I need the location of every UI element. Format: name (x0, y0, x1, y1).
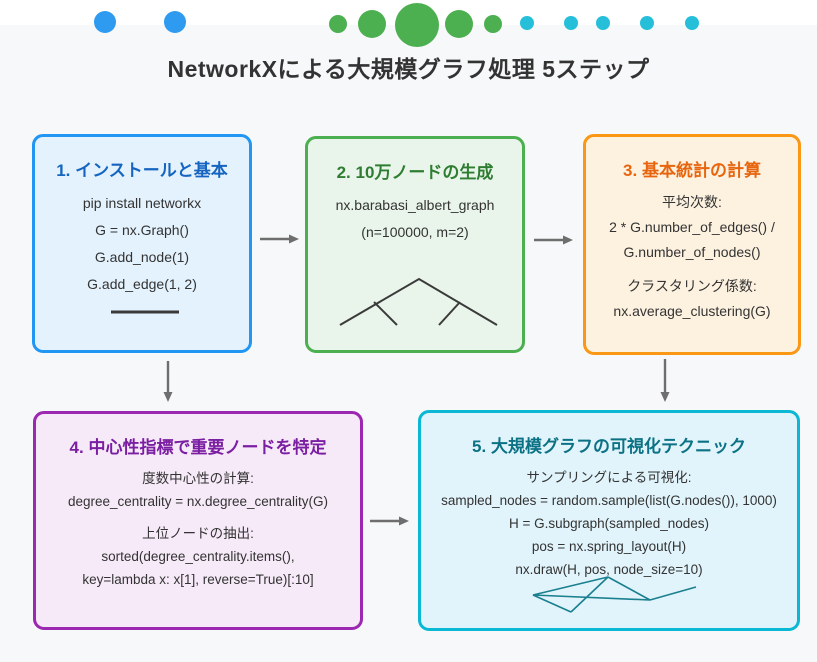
arrow-step4-to-step5 (370, 516, 409, 526)
code-line: nx.barabasi_albert_graph (335, 197, 495, 213)
step-4-title: 4. 中心性指標で重要ノードを特定 (69, 438, 327, 457)
step-card-3: 3. 基本統計の計算 平均次数: 2 * G.number_of_edges()… (583, 134, 801, 355)
code-line: sorted(degree_centrality.items(), (101, 549, 295, 564)
node-dot (564, 16, 578, 30)
code-line: 度数中心性の計算: (142, 471, 254, 486)
tree-graphic (339, 277, 498, 326)
code-line: (n=100000, m=2) (361, 224, 469, 240)
step-1-title: 1. インストールと基本 (56, 161, 228, 180)
arrow-step3-to-step5 (660, 359, 670, 402)
code-line: pos = nx.spring_layout(H) (531, 539, 687, 554)
step-3-title: 3. 基本統計の計算 (623, 161, 761, 180)
code-line: G.add_node(1) (94, 249, 190, 265)
code-line: pip install networkx (82, 195, 202, 211)
page-title: NetworkXによる大規模グラフ処理 5ステップ (167, 56, 650, 82)
node-dot (640, 16, 654, 30)
step-card-4: 4. 中心性指標で重要ノードを特定 度数中心性の計算: degree_centr… (33, 411, 363, 630)
node-dot (685, 16, 699, 30)
node-dot (484, 15, 502, 33)
node-dot (395, 3, 439, 47)
arrow-step1-to-step2 (260, 234, 299, 244)
arrow-step1-to-step4 (163, 361, 173, 402)
node-dot (445, 10, 473, 38)
code-line: nx.draw(H, pos, node_size=10) (515, 562, 703, 577)
step-card-1: 1. インストールと基本 pip install networkx G = nx… (32, 134, 252, 353)
single-edge-graphic (111, 310, 179, 314)
network-graphic (532, 576, 697, 613)
code-line: degree_centrality = nx.degree_centrality… (67, 494, 328, 509)
code-line: G = nx.Graph() (95, 222, 189, 238)
step-card-5: 5. 大規模グラフの可視化テクニック サンプリングによる可視化: sampled… (418, 410, 800, 631)
code-line: sampled_nodes = random.sample(list(G.nod… (441, 493, 777, 508)
code-line: 2 * G.number_of_edges() / (609, 219, 775, 235)
code-line: 平均次数: (662, 194, 722, 210)
node-dot (164, 11, 186, 33)
code-line: クラスタリング係数: (627, 278, 757, 294)
code-line: G.number_of_nodes() (623, 244, 761, 260)
node-dot (329, 15, 347, 33)
step-2-title: 2. 10万ノードの生成 (336, 163, 494, 182)
code-line: nx.average_clustering(G) (613, 303, 771, 319)
code-line: key=lambda x: x[1], reverse=True)[:10] (82, 572, 314, 587)
node-dot (596, 16, 610, 30)
decoration-dots (0, 0, 817, 50)
code-line: 上位ノードの抽出: (142, 526, 254, 541)
code-line: H = G.subgraph(sampled_nodes) (509, 516, 709, 531)
code-line: G.add_edge(1, 2) (87, 276, 197, 292)
node-dot (520, 16, 534, 30)
step-card-2: 2. 10万ノードの生成 nx.barabasi_albert_graph (n… (305, 136, 525, 353)
node-dot (94, 11, 116, 33)
node-dot (358, 10, 386, 38)
code-line: サンプリングによる可視化: (526, 470, 692, 485)
arrow-step2-to-step3 (534, 235, 573, 245)
step-5-title: 5. 大規模グラフの可視化テクニック (472, 437, 746, 456)
